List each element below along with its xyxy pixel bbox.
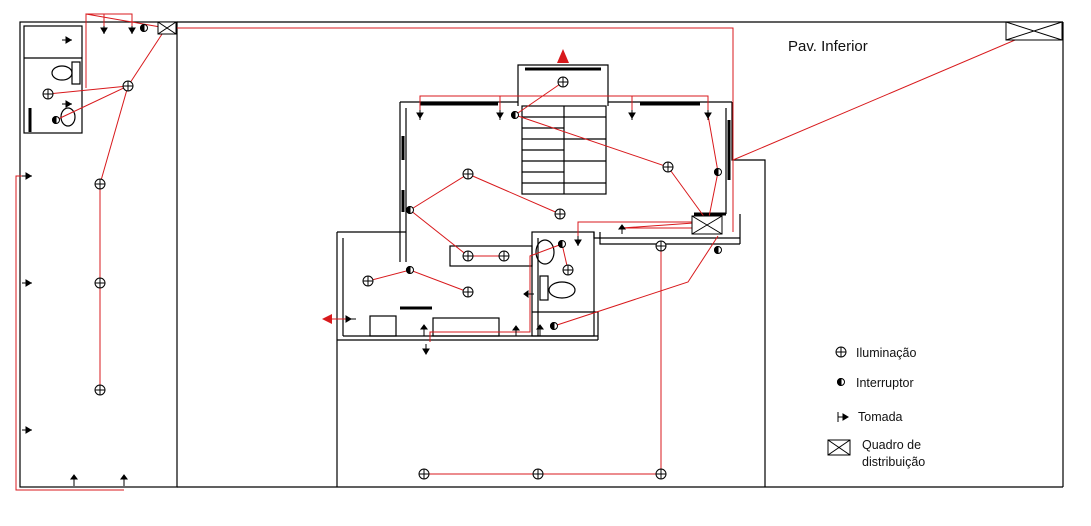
outlet-icon [62,100,72,108]
light-icon [835,346,847,358]
light-icon [362,275,374,287]
panel-icon [827,439,851,456]
light-icon [418,468,430,480]
outlet-icon [704,110,712,120]
outlet-icon [628,110,636,120]
switch-icon [837,377,845,387]
panel-icon [691,215,723,235]
light-icon [557,76,569,88]
switch-icon [140,23,148,33]
light-icon [462,286,474,298]
legend-panel-label-2: distribuição [862,455,925,469]
outlet-icon [420,324,428,336]
outlet-icon [120,474,128,486]
outlet-icon [618,224,626,234]
legend-outlet-label: Tomada [858,410,903,424]
light-icon [122,80,134,92]
outlet-icon [22,279,32,287]
switch-icon [406,265,414,275]
switch-icon [714,245,722,255]
outlet-icon [422,344,430,355]
light-icon [462,168,474,180]
light-icon [562,264,574,276]
legend-light-label: Iluminação [856,346,916,360]
arrow-icon [322,314,332,324]
light-icon [462,250,474,262]
outlet-icon [70,474,78,486]
panel-icon [1005,21,1063,41]
legend-panel-label-1: Quadro de [862,438,921,452]
outlet-icon [574,236,582,246]
outlet-icon [22,426,32,434]
switch-icon [714,167,722,177]
legend: Iluminação Interruptor Tomada Quadro de … [827,346,925,469]
switch-icon [406,205,414,215]
walls [19,21,1064,488]
switch-icon [52,115,60,125]
panel-icon [157,21,177,35]
outlet-icon [22,172,32,180]
outlet-icon [345,315,356,323]
outlet-icon [523,290,534,298]
light-icon [655,468,667,480]
outlet-icon [62,36,72,44]
outlet-icon [100,26,108,34]
switch-icon [550,321,558,331]
switch-icon [511,110,519,120]
outlet-icon [128,26,136,34]
outlet-icon [536,324,544,336]
light-icon [662,161,674,173]
outlet-icon [837,412,849,422]
switch-icon [558,239,566,249]
plan-title: Pav. Inferior [788,38,868,55]
outlet-icon [416,110,424,120]
light-icon [655,240,667,252]
outlet-icon [496,110,504,120]
light-icon [94,277,106,289]
light-icon [498,250,510,262]
light-icon [554,208,566,220]
light-icon [94,178,106,190]
light-icon [94,384,106,396]
legend-switch-label: Interruptor [856,376,914,390]
outlet-icon [512,325,520,336]
light-icon [532,468,544,480]
light-icon [42,88,54,100]
arrow-icon [557,49,569,63]
